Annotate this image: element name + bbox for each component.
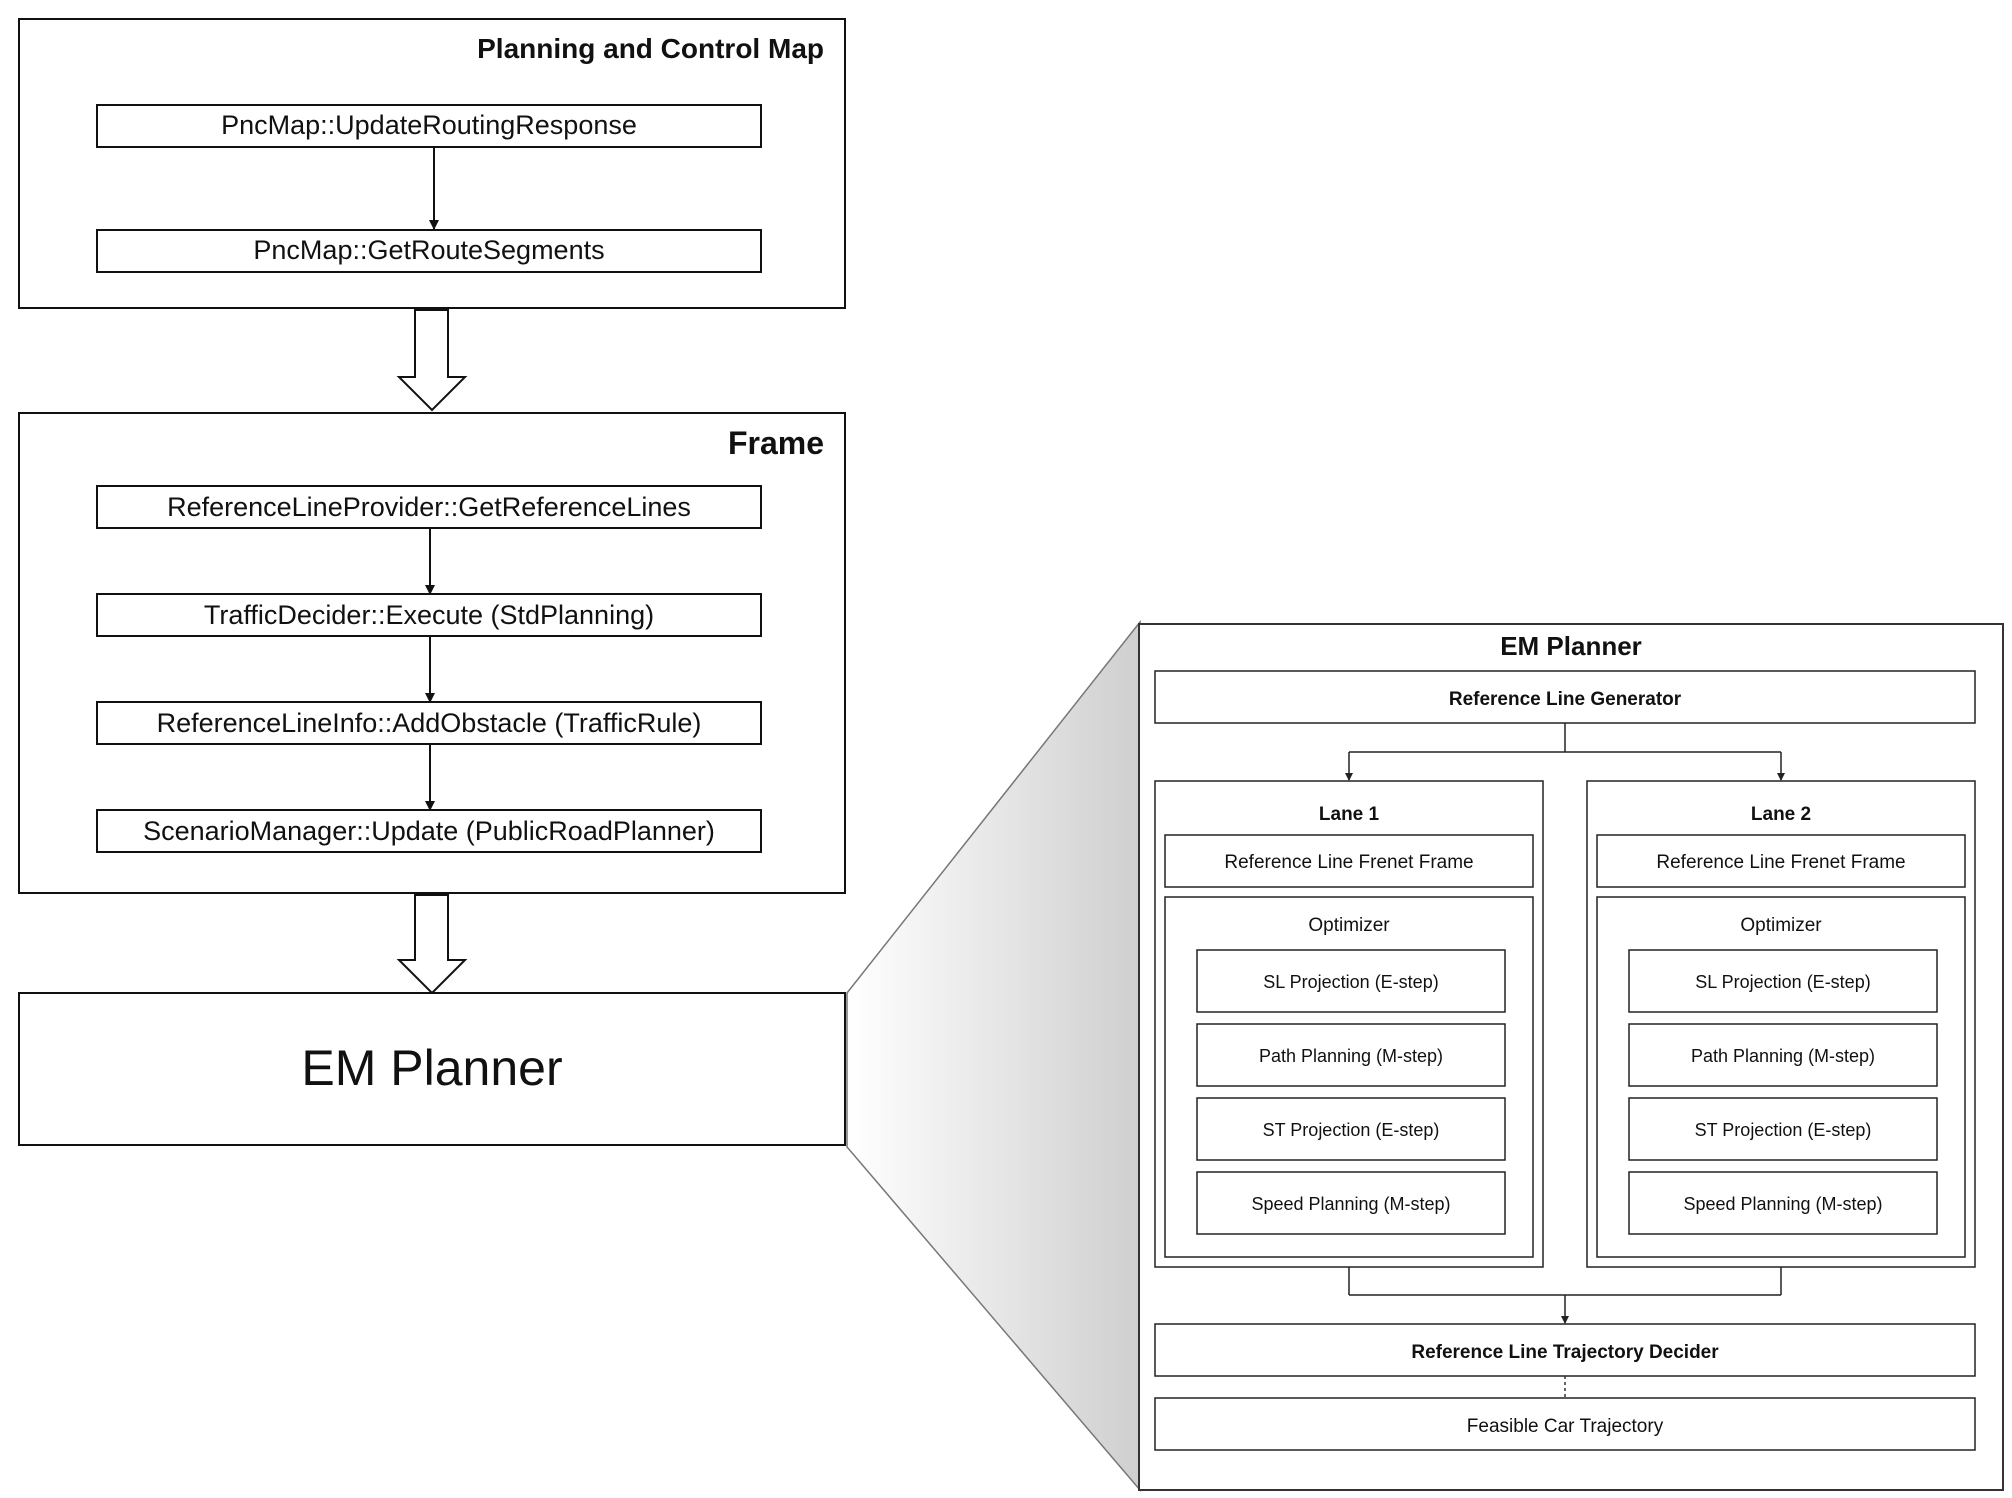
optimizer-step-box: [1628, 1023, 1938, 1087]
optimizer-step-box: [1628, 1097, 1938, 1161]
trajectory-decider-label: Reference Line Trajectory Decider: [1411, 1342, 1719, 1363]
frenet-frame-label: Reference Line Frenet Frame: [1224, 852, 1473, 873]
optimizer-step-label: Speed Planning (M-step): [1251, 1194, 1450, 1214]
optimizer-label: Optimizer: [1740, 915, 1822, 936]
frenet-frame-box: [1164, 834, 1534, 888]
frame-step-box: [96, 593, 762, 637]
frame-step-box: [96, 701, 762, 745]
frame-step-label: ScenarioManager::Update (PublicRoadPlann…: [143, 816, 715, 846]
reference-line-generator-label: Reference Line Generator: [1449, 689, 1682, 710]
optimizer-step-label: Path Planning (M-step): [1259, 1046, 1443, 1066]
frame-step-box: [96, 485, 762, 529]
frenet-frame-box: [1596, 834, 1966, 888]
optimizer-step-label: SL Projection (E-step): [1263, 972, 1438, 992]
optimizer-step-label: ST Projection (E-step): [1263, 1120, 1440, 1140]
optimizer-step-label: SL Projection (E-step): [1695, 972, 1870, 992]
pnc-step-box: [96, 104, 762, 148]
frame-step-label: ReferenceLineInfo::AddObstacle (TrafficR…: [157, 708, 702, 738]
optimizer-step-box: [1628, 949, 1938, 1013]
optimizer-step-box: [1196, 1171, 1506, 1235]
hollow-down-arrow: [396, 309, 468, 412]
trajectory-decider-box: [1154, 1323, 1976, 1377]
frame-step-label: ReferenceLineProvider::GetReferenceLines: [167, 492, 691, 522]
optimizer-step-box: [1196, 1023, 1506, 1087]
optimizer-label: Optimizer: [1308, 915, 1390, 936]
frame-step-label: TrafficDecider::Execute (StdPlanning): [204, 600, 654, 630]
frame-title: Frame: [728, 425, 824, 461]
pnc-step-label: PncMap::GetRouteSegments: [253, 235, 604, 265]
feasible-trajectory-box: [1154, 1397, 1976, 1451]
lane-2-title: Lane 2: [1751, 804, 1811, 825]
em-planner-label: EM Planner: [301, 1040, 562, 1096]
pnc-map-title: Planning and Control Map: [477, 33, 824, 64]
optimizer-step-label: Path Planning (M-step): [1691, 1046, 1875, 1066]
em-planner-box: [18, 992, 846, 1146]
pnc-step-box: [96, 229, 762, 273]
frenet-frame-label: Reference Line Frenet Frame: [1656, 852, 1905, 873]
optimizer-step-box: [1196, 949, 1506, 1013]
frame-step-box: [96, 809, 762, 853]
lane-1-title: Lane 1: [1319, 804, 1380, 825]
em-detail-title: EM Planner: [1500, 631, 1642, 661]
hollow-down-arrow: [396, 894, 468, 995]
reference-line-generator-box: [1154, 670, 1976, 724]
zoom-connector: [846, 619, 1141, 1493]
optimizer-step-label: ST Projection (E-step): [1695, 1120, 1872, 1140]
optimizer-step-box: [1196, 1097, 1506, 1161]
optimizer-step-box: [1628, 1171, 1938, 1235]
optimizer-step-label: Speed Planning (M-step): [1683, 1194, 1882, 1214]
pnc-step-label: PncMap::UpdateRoutingResponse: [221, 110, 637, 140]
feasible-trajectory-label: Feasible Car Trajectory: [1467, 1416, 1664, 1437]
